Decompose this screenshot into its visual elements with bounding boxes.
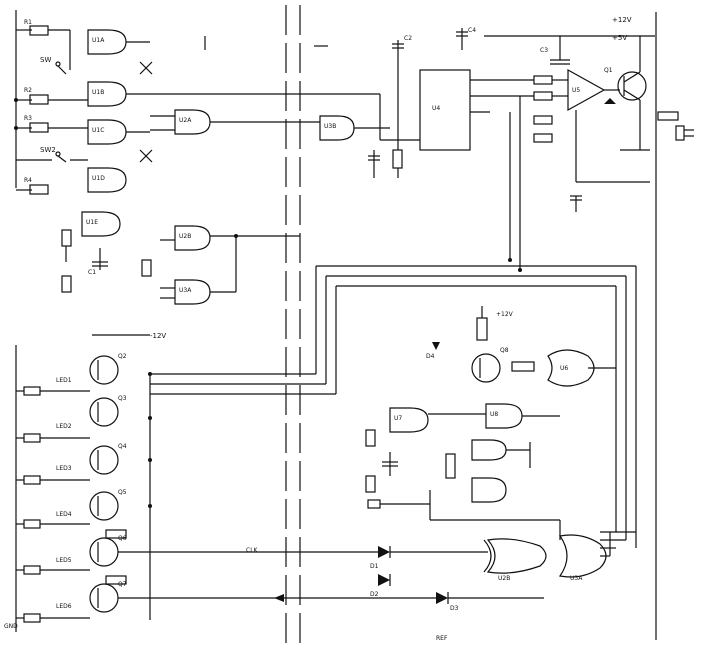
minus12v-label: -12V bbox=[150, 332, 166, 340]
u3a-bottom-label: U3A bbox=[570, 575, 583, 582]
r3-label: R3 bbox=[24, 115, 32, 122]
c1-label: C1 bbox=[88, 269, 96, 276]
u2b-label: U2B bbox=[179, 233, 191, 240]
u1e-label: U1E bbox=[86, 219, 98, 226]
led4-label: LED4 bbox=[56, 511, 72, 518]
gate-column-left: U1A U1B U1C U1D bbox=[87, 29, 380, 193]
q1-label: Q1 bbox=[604, 67, 613, 74]
r4-label: R4 bbox=[24, 177, 32, 184]
u2a-label: U2A bbox=[179, 117, 192, 124]
c2-label: C2 bbox=[404, 35, 412, 42]
u1c-label: U1C bbox=[92, 127, 104, 134]
u1d-label: U1D bbox=[92, 175, 105, 182]
q4-label: Q4 bbox=[118, 443, 127, 450]
led3-label: LED3 bbox=[56, 465, 72, 472]
plus5v-label: +5V bbox=[612, 34, 627, 42]
bus-lines bbox=[150, 96, 637, 548]
led6-label: LED6 bbox=[56, 603, 72, 610]
switch-label: SW bbox=[40, 56, 51, 64]
gate-column-middle: U1E C1 U2A U2B U3A bbox=[61, 109, 300, 305]
c3-label: C3 bbox=[540, 47, 548, 54]
center-ic-block: U3B U4 C2 C4 bbox=[300, 27, 490, 178]
u8-label: U8 bbox=[490, 411, 498, 418]
d3-label: D3 bbox=[450, 605, 459, 612]
q3-label: Q3 bbox=[118, 395, 127, 402]
u1b-label: U1B bbox=[92, 89, 104, 96]
plus12v-top: +12V bbox=[612, 16, 632, 24]
led5-label: LED5 bbox=[56, 557, 72, 564]
led2-label: LED2 bbox=[56, 423, 72, 430]
q5-label: Q5 bbox=[118, 489, 127, 496]
led1-label: LED1 bbox=[56, 377, 72, 384]
u3b-label: U3B bbox=[324, 123, 336, 130]
u3a-label: U3A bbox=[179, 287, 192, 294]
signal-mid: CLK bbox=[246, 547, 259, 554]
u2b-bottom-label: U2B bbox=[498, 575, 510, 582]
u7-label: U7 bbox=[394, 415, 402, 422]
r1-label: R1 bbox=[24, 19, 32, 26]
d2-label: D2 bbox=[370, 591, 379, 598]
switch2-label: SW2 bbox=[40, 146, 56, 154]
left-input-network: R1 R2 R3 R4 SW SW2 bbox=[15, 10, 88, 195]
u4-label: U4 bbox=[432, 105, 440, 112]
q2-label: Q2 bbox=[118, 353, 127, 360]
gnd-label: GND bbox=[4, 623, 18, 630]
section-separators bbox=[204, 5, 328, 645]
u6-label: U6 bbox=[560, 365, 568, 372]
r2-label: R2 bbox=[24, 87, 32, 94]
d1-label: D1 bbox=[370, 563, 379, 570]
u5-label: U5 bbox=[572, 87, 580, 94]
junction-dots bbox=[14, 98, 522, 508]
bottom-label: REF bbox=[436, 635, 448, 642]
logic-block-bottom: +12V Q8 U6 U7 U8 U2B U3A bbox=[246, 306, 636, 642]
d4-label: D4 bbox=[426, 353, 435, 360]
q8-label: Q8 bbox=[500, 347, 509, 354]
plus12v-mid: +12V bbox=[496, 311, 514, 318]
opamp-section: +12V +5V C3 U5 Q1 bbox=[484, 12, 694, 640]
c4-label: C4 bbox=[468, 27, 476, 34]
led-driver-column: -12V Q2 Q3 Q4 Q5 Q6 Q7 bbox=[4, 332, 300, 632]
u1a-label: U1A bbox=[92, 37, 105, 44]
